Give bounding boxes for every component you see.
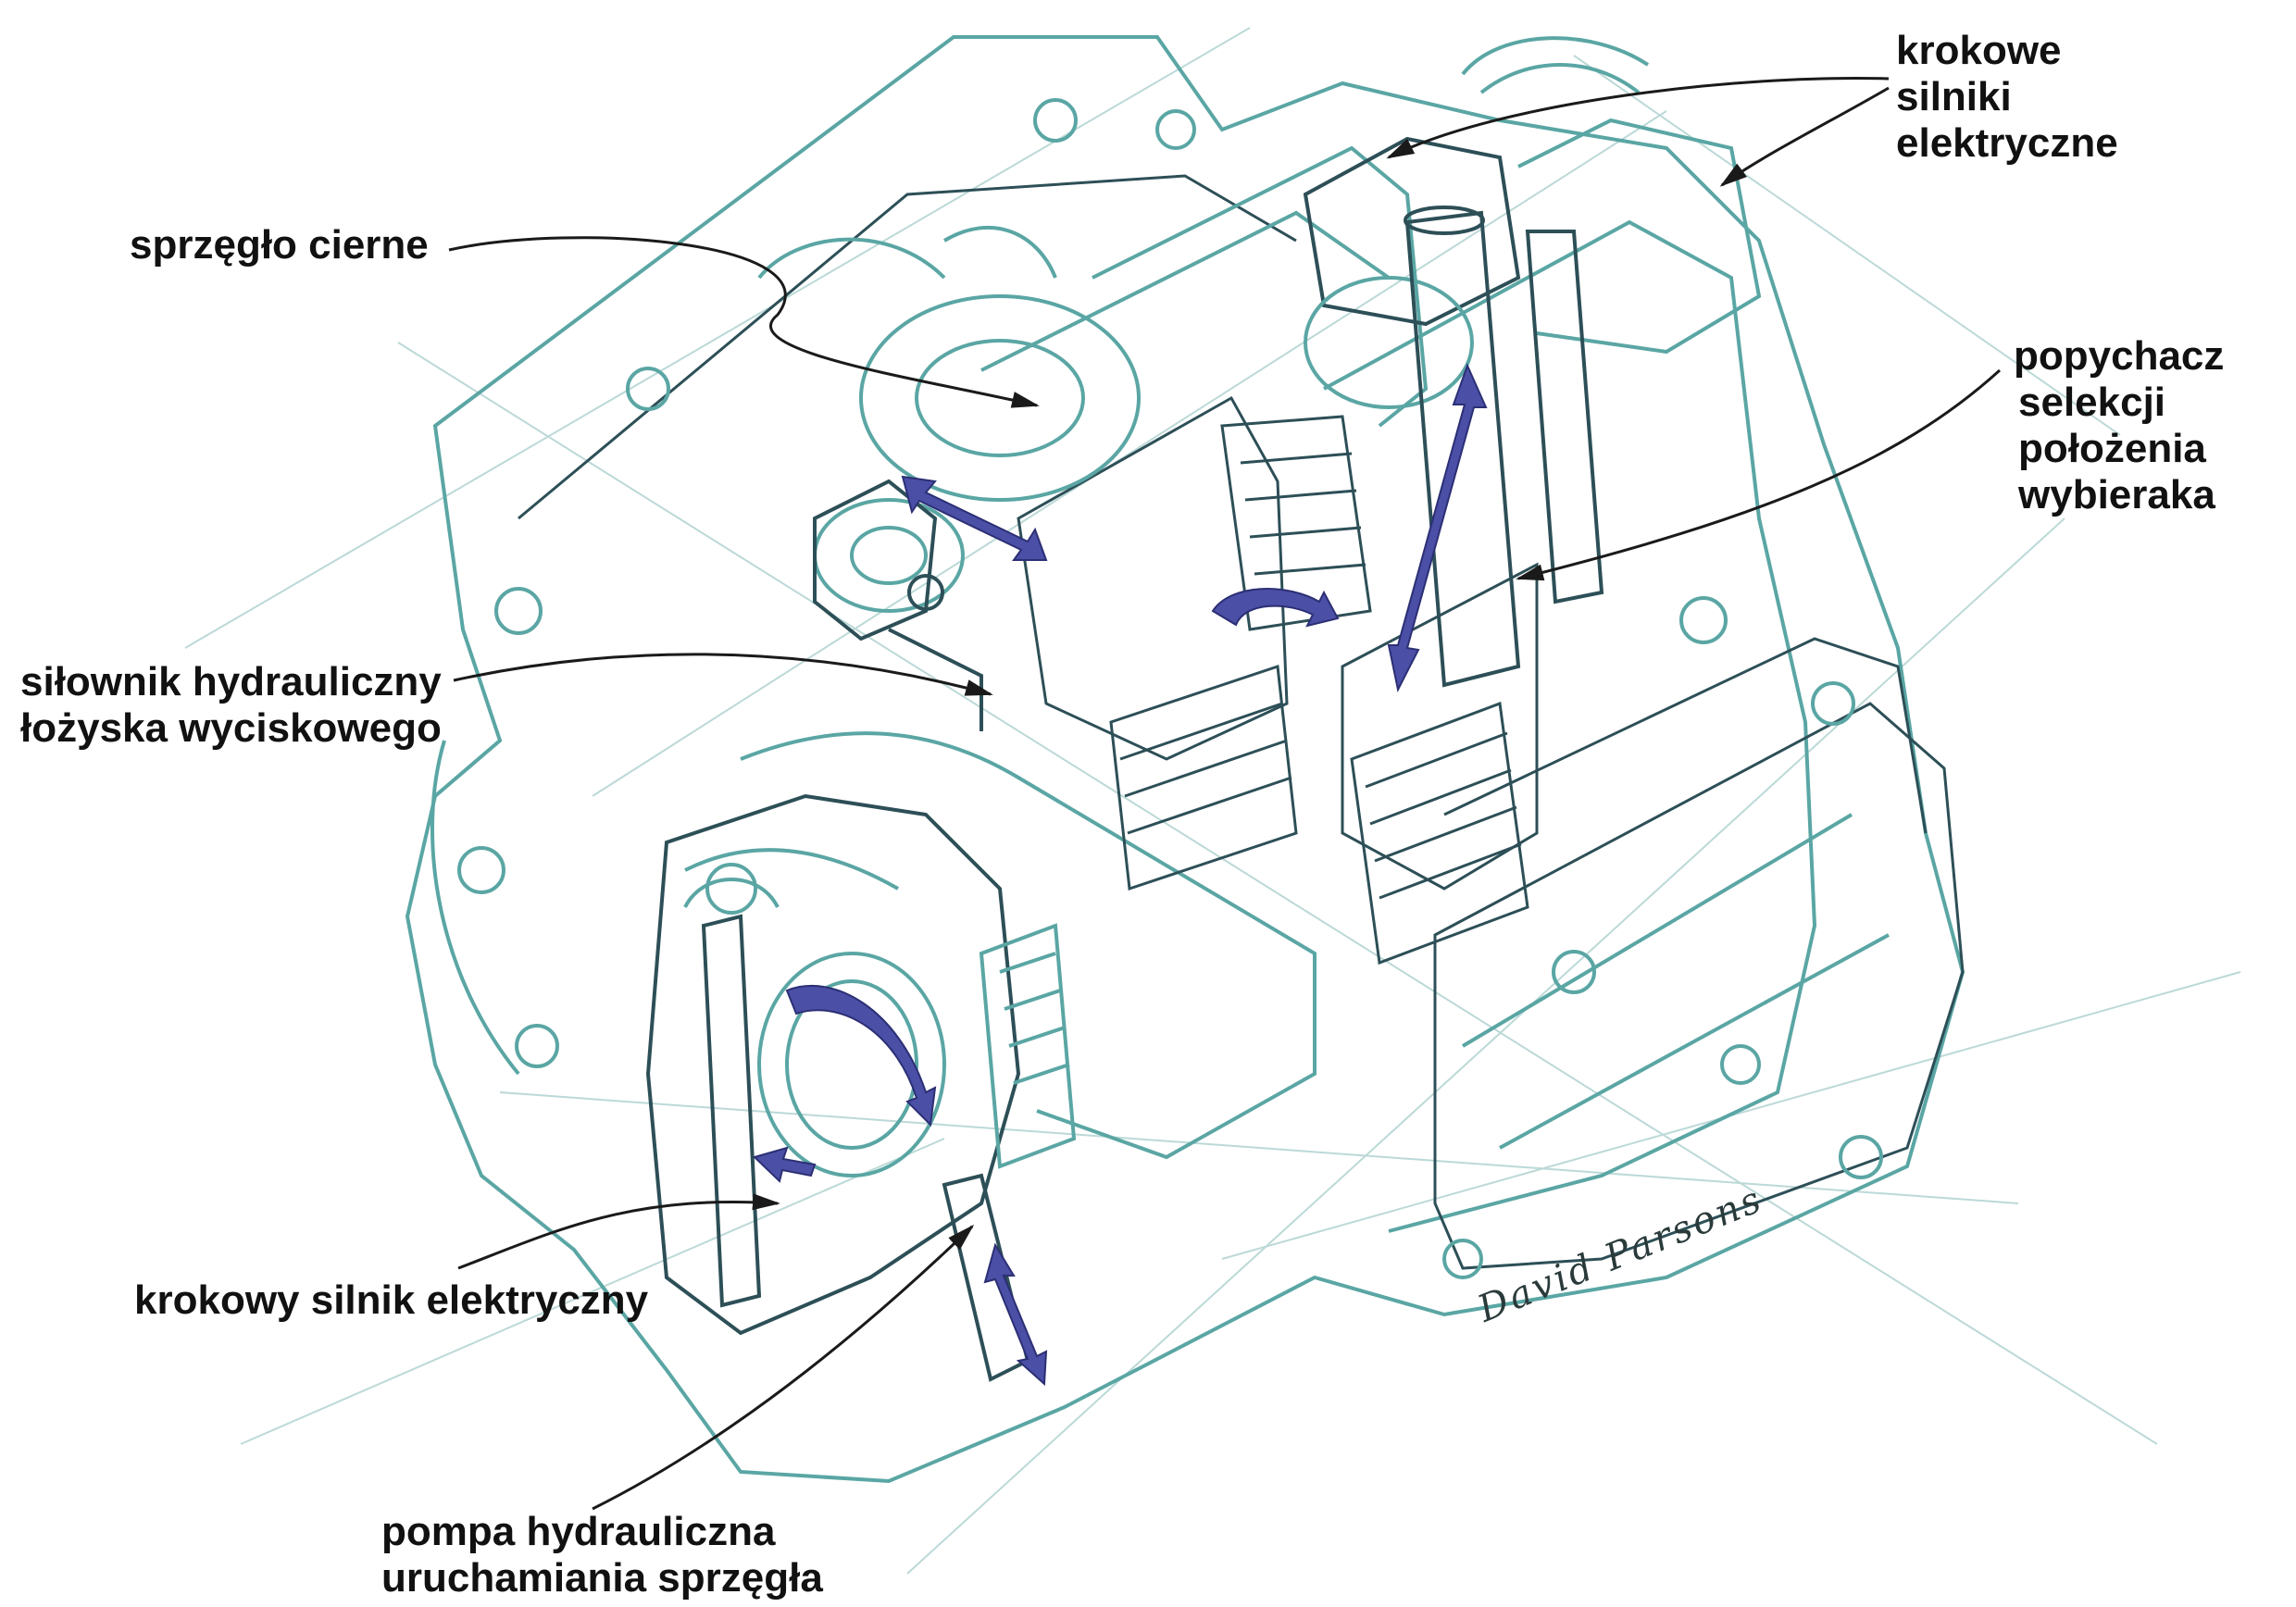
gearbox-housing xyxy=(405,35,1965,1484)
release-actuator xyxy=(813,479,983,731)
leader-lines xyxy=(448,76,2002,1511)
leader-release-actuator xyxy=(453,653,993,696)
arrow-pusher-vertical xyxy=(1387,363,1488,692)
arrow-small-pinion xyxy=(753,1146,817,1183)
label-hydraulic-pump: pompa hydrauliczna uruchamiania sprzęgła xyxy=(381,1509,823,1601)
label-stepper-motors-line-3: elektryczne xyxy=(1896,120,2118,166)
label-hydraulic-pump-line-2: uruchamiania sprzęgła xyxy=(381,1555,823,1601)
leader-stepper-motor xyxy=(457,1193,780,1270)
label-selector-pusher-line-4: wybieraka xyxy=(2018,472,2215,517)
label-stepper-motors-line-2: silniki xyxy=(1896,74,2012,119)
leader-stepper-motors-1 xyxy=(1386,76,1890,159)
selector-pusher-tube xyxy=(1404,206,1604,688)
leader-hydraulic-pump xyxy=(592,1224,975,1511)
label-selector-pusher: popychacz selekcji położenia wybieraka xyxy=(2014,333,2224,518)
arrow-gear-rotation xyxy=(1211,588,1340,628)
motion-arrows xyxy=(753,363,1488,1387)
label-release-actuator-line-1: siłownik hydrauliczny xyxy=(20,659,442,704)
arrow-pump-vertical xyxy=(983,1242,1048,1387)
label-selector-pusher-line-2: selekcji xyxy=(2018,380,2166,425)
gear-shaft xyxy=(1109,415,1529,965)
label-release-actuator: siłownik hydrauliczny łożyska wyciskoweg… xyxy=(20,659,442,752)
perspective-guides xyxy=(184,27,2241,1575)
label-stepper-motor-line-1: krokowy silnik elektryczny xyxy=(134,1277,649,1323)
label-stepper-motors-line-1: krokowe xyxy=(1896,28,2062,73)
flange-bolts xyxy=(457,98,1883,1279)
label-release-actuator-line-2: łożyska wyciskowego xyxy=(20,705,442,751)
label-stepper-motors: krokowe silniki elektryczne xyxy=(1896,28,2118,167)
leader-stepper-motors-2 xyxy=(1719,86,1890,187)
label-stepper-motor: krokowy silnik elektryczny xyxy=(134,1277,648,1324)
arrow-lower-gear-rotation xyxy=(785,985,937,1127)
leader-selector-pusher xyxy=(1516,368,2002,581)
label-selector-pusher-line-3: położenia xyxy=(2018,426,2206,471)
label-hydraulic-pump-line-1: pompa hydrauliczna xyxy=(381,1509,776,1554)
label-friction-clutch: sprzęgło cierne xyxy=(130,222,429,268)
label-friction-clutch-line-1: sprzęgło cierne xyxy=(130,222,429,268)
top-stepper-motors xyxy=(1303,36,1762,409)
clutch-assembly xyxy=(813,294,1141,613)
leader-friction-clutch xyxy=(448,236,1040,408)
label-selector-pusher-line-1: popychacz xyxy=(2014,333,2225,379)
arrow-clutch xyxy=(901,475,1048,561)
